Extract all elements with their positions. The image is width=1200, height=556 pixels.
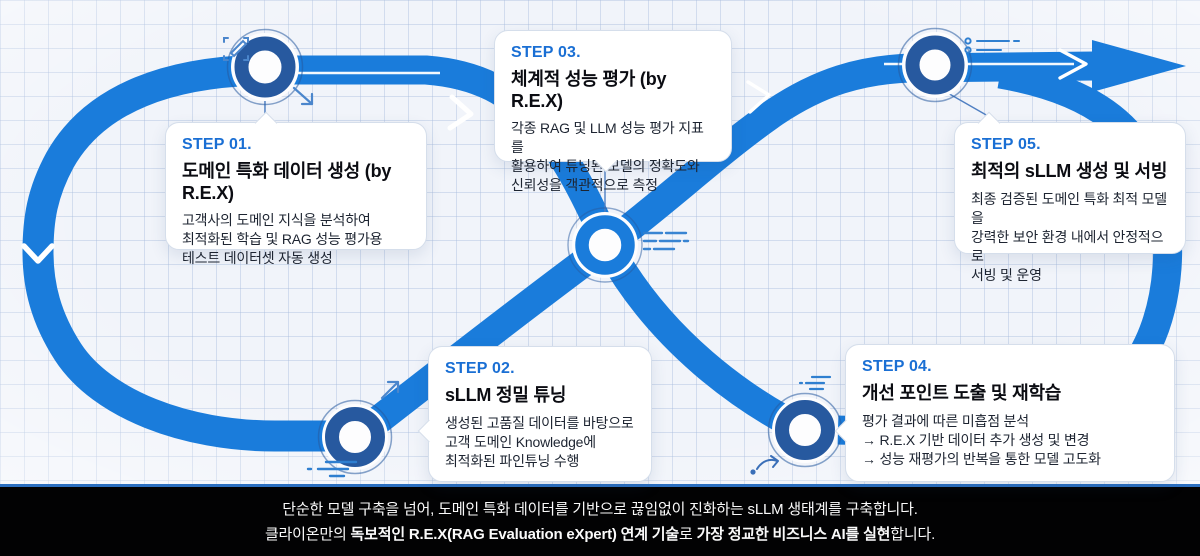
step2-desc-line: 최적화된 파인튜닝 수행 <box>445 453 580 469</box>
step3-desc-line: 각종 RAG 및 LLM 성능 평가 지표를 <box>511 120 704 155</box>
step-card-5: STEP 05. 최적의 sLLM 생성 및 서빙 최종 검증된 도메인 특화 … <box>954 111 1186 283</box>
chevron-down-icon <box>21 243 55 264</box>
chevron-down-right-icon <box>447 94 474 131</box>
step2-title: sLLM 정밀 튜닝 <box>445 385 567 405</box>
step-card-1: STEP 01. 도메인 특화 데이터 생성 (by R.E.X) 고객사의 도… <box>165 111 427 266</box>
step3-label: STEP 03. <box>511 44 581 61</box>
step3-desc-line: 신뢰성을 객관적으로 측정 <box>511 177 658 193</box>
dash-lines-icon <box>306 460 358 478</box>
step1-desc-line: 테스트 데이터셋 자동 생성 <box>182 250 333 266</box>
step4-desc-line: 평가 결과에 따른 미흡점 분석 <box>862 413 1029 429</box>
grid-background: STEP 01. 도메인 특화 데이터 생성 (by R.E.X) 고객사의 도… <box>0 0 1200 484</box>
arrow-up-right-icon <box>380 380 400 400</box>
step-card-2: STEP 02. sLLM 정밀 튜닝 생성된 고품질 데이터를 바탕으로 고객… <box>417 346 652 482</box>
step4-label: STEP 04. <box>862 358 932 375</box>
node-step1 <box>226 28 304 106</box>
step2-desc-line: 생성된 고품질 데이터를 바탕으로 <box>445 415 634 431</box>
node-step5 <box>897 27 973 103</box>
node-step3 <box>567 207 643 283</box>
share-arrow-icon <box>750 455 779 475</box>
step1-desc-line: 고객사의 도메인 지식을 분석하여 <box>182 212 371 228</box>
step4-title: 개선 포인트 도출 및 재학습 <box>862 383 1062 403</box>
connector-node5-card5 <box>945 91 989 117</box>
step5-title: 최적의 sLLM 생성 및 서빙 <box>971 161 1168 181</box>
footer-line-2: 클라이온만의 독보적인 R.E.X(RAG Evaluation eXpert)… <box>265 524 935 545</box>
footer-bar: 단순한 모델 구축을 넘어, 도메인 특화 데이터를 기반으로 끊임없이 진화하… <box>0 487 1200 556</box>
chevron-up-right-icon <box>746 80 771 114</box>
code-lines-icon <box>642 231 690 251</box>
step5-label: STEP 05. <box>971 136 1041 153</box>
footer-divider-line <box>0 484 1200 487</box>
step1-label: STEP 01. <box>182 136 252 153</box>
footer-line2-seg-bold: 가장 정교한 비즈니스 AI를 실현 <box>696 525 891 543</box>
southeast-band <box>272 55 815 446</box>
step-card-4: STEP 04. 개선 포인트 도출 및 재학습 평가 결과에 따른 미흡점 분… <box>834 344 1175 482</box>
step2-label: STEP 02. <box>445 360 515 377</box>
left-loop-band <box>22 54 360 452</box>
step1-desc-line: 최적화된 학습 및 RAG 성능 평가용 <box>182 231 383 247</box>
step1-title: 도메인 특화 데이터 생성 (by R.E.X) <box>182 161 392 203</box>
node-step4 <box>767 392 843 468</box>
step-card-3: STEP 03. 체계적 성능 평가 (by R.E.X) 각종 RAG 및 L… <box>494 30 732 193</box>
footer-line-1: 단순한 모델 구축을 넘어, 도메인 특화 데이터를 기반으로 끊임없이 진화하… <box>282 500 918 518</box>
arrow-down-right-icon <box>292 86 314 106</box>
bullet-list-icon <box>964 37 1020 54</box>
footer-line2-seg: 합니다. <box>890 525 936 543</box>
footer-line2-seg: 로 <box>679 525 697 543</box>
step4-desc-line: → R.E.X 기반 데이터 추가 생성 및 변경 <box>862 432 1090 448</box>
edit-box-icon <box>223 37 249 61</box>
white-arrow-inner <box>1058 48 1088 80</box>
list-lines-icon <box>798 375 832 391</box>
step5-desc-line: 최종 검증된 도메인 특화 최적 모델을 <box>971 191 1167 226</box>
footer-line2-seg: 클라이온만의 <box>264 525 351 543</box>
step5-desc-line: 강력한 보안 환경 내에서 안정적으로 <box>971 229 1164 264</box>
step4-desc-line: → 성능 재평가의 반복을 통한 모델 고도화 <box>862 451 1101 467</box>
footer-line2-seg-bold: 독보적인 R.E.X(RAG Evaluation eXpert) 연계 기술 <box>350 525 680 543</box>
step3-title: 체계적 성능 평가 (by R.E.X) <box>511 69 667 111</box>
node-step2 <box>317 399 393 475</box>
step5-desc-line: 서빙 및 운영 <box>971 267 1042 283</box>
flow-arrowhead-icon <box>1092 40 1186 92</box>
step2-desc-line: 고객 도메인 Knowledge에 <box>445 434 596 450</box>
